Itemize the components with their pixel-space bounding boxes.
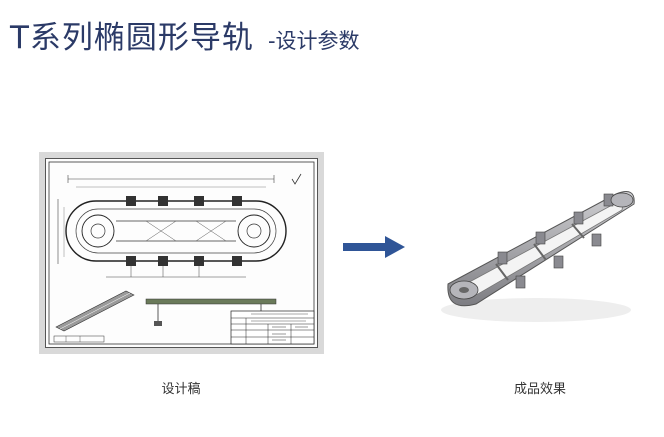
cad-drawing: [48, 161, 315, 345]
title-subtitle: -设计参数: [267, 29, 360, 53]
design-drawing-image: [39, 152, 324, 354]
product-render-image: [436, 172, 642, 332]
cad-drawing-sheet: [45, 158, 318, 348]
rendered-guide-rail: [441, 191, 635, 322]
caption-result: 成品效果: [513, 382, 567, 397]
title-main: T系列椭圆形导轨: [10, 20, 254, 56]
caption-design: 设计稿: [161, 382, 201, 397]
page-title: T系列椭圆形导轨 -设计参数: [10, 12, 360, 57]
right-arrow-icon: [343, 236, 405, 258]
